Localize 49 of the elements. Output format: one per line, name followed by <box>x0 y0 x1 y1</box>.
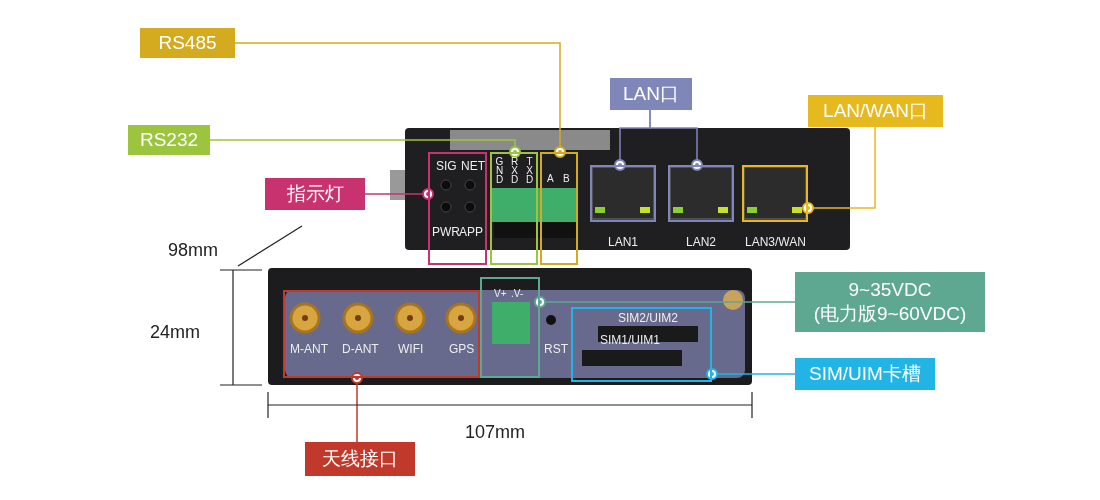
port-label: PWR <box>432 226 460 238</box>
highlight-frame <box>742 165 808 222</box>
pin-label: TXD <box>524 156 534 183</box>
highlight-frame <box>571 307 712 382</box>
highlight-frame <box>540 152 578 265</box>
pin-label: .V- <box>511 289 524 299</box>
leader-line <box>351 372 363 443</box>
highlight-frame <box>480 277 540 378</box>
callout-label: 天线接口 <box>305 442 415 476</box>
callout-label: RS232 <box>128 125 210 155</box>
port-label: LAN2 <box>686 236 717 248</box>
highlight-frame <box>283 290 480 378</box>
leader-line <box>706 368 796 380</box>
callout-label: LAN口 <box>610 78 692 110</box>
port-label: M-ANT <box>290 343 328 355</box>
slot-label: SIM1/UIM1 <box>600 334 660 346</box>
port-label: NET <box>461 160 485 172</box>
leader-line <box>534 296 796 308</box>
leader-line <box>649 109 703 171</box>
pin-label: B <box>563 174 570 184</box>
port-label: GPS <box>449 343 475 355</box>
callout-label: LAN/WAN口 <box>808 95 943 127</box>
dimension-text: 107mm <box>465 422 526 443</box>
leader-line <box>802 126 876 214</box>
port-label: APP <box>459 226 483 238</box>
leader-line <box>234 42 566 158</box>
callout-label: RS485 <box>140 28 235 58</box>
callout-label: 指示灯 <box>265 178 365 210</box>
dimension-text: 98mm <box>168 240 218 261</box>
pin-label: GND <box>494 156 504 183</box>
pin-label: A <box>547 174 554 184</box>
callout-label: SIM/UIM卡槽 <box>795 358 935 390</box>
dimension-text: 24mm <box>150 322 200 343</box>
port-label: WIFI <box>398 343 424 355</box>
pin-label: V+ <box>494 289 507 299</box>
port-label: LAN1 <box>608 236 639 248</box>
port-label: SIG <box>436 160 457 172</box>
highlight-frame <box>490 152 538 265</box>
slot-label: SIM2/UIM2 <box>618 312 678 324</box>
highlight-frame <box>428 152 487 265</box>
callout-label: 9~35VDC (电力版9~60VDC) <box>795 272 985 332</box>
pin-label: RXD <box>509 156 519 183</box>
highlight-frame <box>590 165 656 222</box>
port-label: RST <box>544 343 568 355</box>
leader-line <box>364 188 434 200</box>
port-label: D-ANT <box>342 343 379 355</box>
port-label: LAN3/WAN <box>745 236 806 248</box>
leader-line <box>209 139 521 158</box>
highlight-frame <box>668 165 734 222</box>
